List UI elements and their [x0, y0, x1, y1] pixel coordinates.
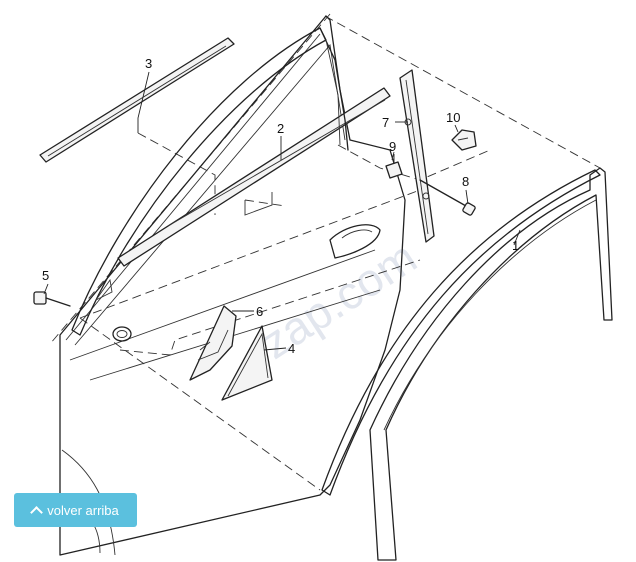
- door-frame-seal: [321, 167, 613, 561]
- b-pillar-trim: [399, 69, 435, 243]
- back-to-top-button[interactable]: volver arriba: [14, 493, 137, 527]
- screw-8: [419, 179, 476, 216]
- clip-10: [451, 129, 477, 151]
- callout-4: 4: [288, 341, 295, 356]
- back-to-top-label: volver arriba: [47, 502, 119, 518]
- mirror-base-bracket: [189, 305, 237, 381]
- callout-1: 1: [512, 238, 519, 253]
- bolt-5: [33, 291, 71, 307]
- callout-5: 5: [42, 268, 49, 283]
- chevron-up-icon: [30, 505, 44, 519]
- mirror-triangle-cover: [221, 325, 273, 401]
- window-channel-strip: [117, 87, 391, 267]
- glass-frame: [71, 27, 349, 336]
- callout-10: 10: [446, 110, 460, 125]
- callout-7: 7: [382, 115, 389, 130]
- callout-8: 8: [462, 174, 469, 189]
- watermark: zap.com: [251, 231, 425, 369]
- callout-3: 3: [145, 56, 152, 71]
- upper-seal-strip: [39, 37, 235, 163]
- leader-lines: [43, 71, 521, 351]
- callout-9: 9: [389, 139, 396, 154]
- callout-2: 2: [277, 121, 284, 136]
- door-panel: [59, 15, 406, 556]
- callout-6: 6: [256, 304, 263, 319]
